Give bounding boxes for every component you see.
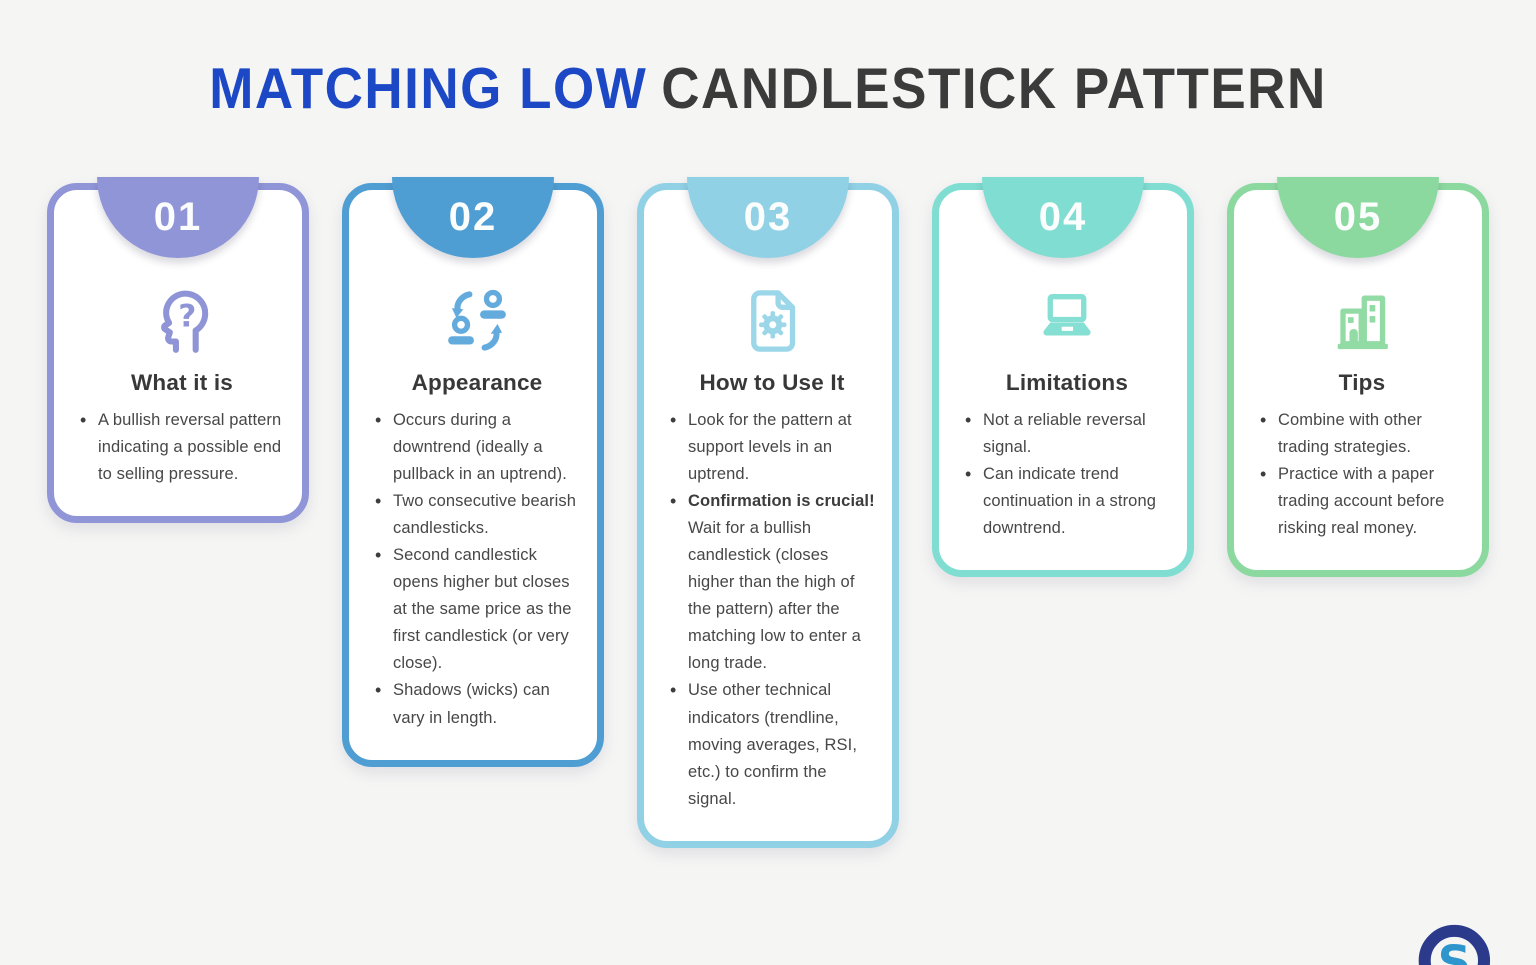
- bullet-item: Occurs during a downtrend (ideally a pul…: [373, 406, 581, 488]
- logo-ring: [1418, 924, 1491, 965]
- bullet-item: Can indicate trend continuation in a str…: [963, 460, 1171, 542]
- buildings-icon: [1258, 282, 1466, 360]
- document-gear-icon: [668, 282, 876, 360]
- card-number: 02: [448, 195, 498, 239]
- card-bullet-list: A bullish reversal pattern indicating a …: [78, 406, 286, 488]
- card-title: How to Use It: [699, 370, 845, 395]
- logo-letter: S: [1438, 935, 1471, 965]
- card-bullet-list: Not a reliable reversal signal.Can indic…: [963, 406, 1171, 542]
- card-title: Tips: [1338, 370, 1386, 395]
- head-question-icon: ?: [78, 282, 286, 360]
- pattern-card: 03 How to Use It Look for the pattern at…: [637, 177, 899, 848]
- card-number-badge: 05: [1277, 177, 1439, 258]
- card-number-badge: 03: [687, 177, 849, 258]
- card-number: 03: [743, 195, 793, 239]
- bullet-item: Two consecutive bearish candlesticks.: [373, 487, 581, 542]
- bullet-item: Confirmation is crucial! Wait for a bull…: [668, 487, 876, 677]
- card-bullet-list: Combine with other trading strategies.Pr…: [1258, 406, 1466, 542]
- cards-row: 01 ? What it is A bullish reversal patte…: [0, 177, 1536, 848]
- card-bullet-list: Occurs during a downtrend (ideally a pul…: [373, 406, 581, 732]
- laptop-icon: [963, 282, 1171, 360]
- card-number: 05: [1333, 195, 1383, 239]
- bullet-item: Use other technical indicators (trendlin…: [668, 676, 876, 812]
- bullet-item: Combine with other trading strategies.: [1258, 406, 1466, 461]
- bullet-item: A bullish reversal pattern indicating a …: [78, 406, 286, 488]
- card-number-badge: 01: [97, 177, 259, 258]
- page-title-highlight: MATCHING LOW: [209, 57, 648, 121]
- bullet-item: Second candlestick opens higher but clos…: [373, 541, 581, 677]
- card-bullet-list: Look for the pattern at support levels i…: [668, 406, 876, 813]
- bullet-item: Look for the pattern at support levels i…: [668, 406, 876, 488]
- svg-text:?: ?: [178, 298, 196, 334]
- bullet-item: Shadows (wicks) can vary in length.: [373, 676, 581, 731]
- people-swap-icon: [373, 282, 581, 360]
- card-number-badge: 04: [982, 177, 1144, 258]
- card-number: 01: [153, 195, 203, 239]
- pattern-card: 05 Tips Combine with other trading strat…: [1227, 177, 1489, 578]
- card-title: What it is: [131, 370, 233, 395]
- pattern-card: 01 ? What it is A bullish reversal patte…: [47, 177, 309, 524]
- page-title-rest: CANDLESTICK PATTERN: [661, 57, 1327, 121]
- bullet-item: Practice with a paper trading account be…: [1258, 460, 1466, 542]
- pattern-card: 04 Limitations Not a reliable reversal s…: [932, 177, 1194, 578]
- pattern-card: 02 Appearance Occurs during a downtrend …: [342, 177, 604, 767]
- card-number-badge: 02: [392, 177, 554, 258]
- card-number: 04: [1038, 195, 1088, 239]
- card-title: Limitations: [1005, 370, 1129, 395]
- card-title: Appearance: [411, 370, 543, 395]
- bullet-item: Not a reliable reversal signal.: [963, 406, 1171, 461]
- sq-magnifier-logo: S: [1408, 917, 1510, 965]
